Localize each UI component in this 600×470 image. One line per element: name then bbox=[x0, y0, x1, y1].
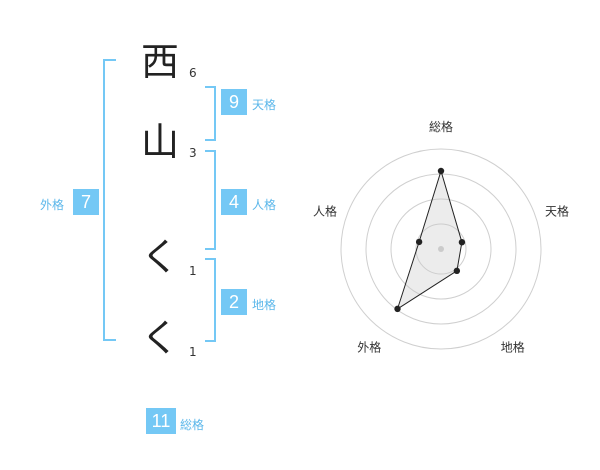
radar-series-polygon bbox=[396, 169, 463, 311]
radar-ring-2 bbox=[390, 198, 492, 300]
jinkaku-badge: 4 bbox=[221, 189, 247, 215]
name-char-3: く bbox=[141, 235, 180, 279]
name-char-4: く bbox=[141, 316, 180, 360]
stroke-count-1: 6 bbox=[189, 66, 197, 80]
stroke-count-4: 1 bbox=[189, 345, 197, 359]
radar-point-1 bbox=[458, 239, 466, 246]
soukaku-label: 総格 bbox=[180, 418, 205, 432]
stroke-count-3: 1 bbox=[189, 264, 197, 278]
chikaku-bracket bbox=[205, 258, 216, 342]
soukaku-badge: 11 bbox=[146, 408, 176, 434]
radar-ring-1 bbox=[415, 223, 467, 275]
radar-point-0 bbox=[437, 167, 445, 175]
name-char-1: 西 bbox=[141, 40, 180, 84]
jinkaku-bracket bbox=[205, 150, 216, 250]
name-char-2: 山 bbox=[141, 120, 180, 164]
radar-ring-4 bbox=[340, 148, 542, 350]
gaikaku-badge: 7 bbox=[73, 189, 99, 215]
gaikaku-bracket bbox=[103, 59, 116, 341]
radar-axis-label-3: 外格 bbox=[357, 340, 381, 355]
radar-point-3 bbox=[394, 305, 401, 313]
radar-point-4 bbox=[415, 238, 423, 246]
chikaku-badge: 2 bbox=[221, 289, 247, 315]
radar-point-2 bbox=[453, 267, 461, 275]
stroke-count-2: 3 bbox=[189, 146, 197, 160]
jinkaku-label: 人格 bbox=[252, 198, 277, 212]
radar-axis-label-4: 人格 bbox=[313, 203, 337, 218]
radar-center bbox=[438, 246, 444, 252]
tenkaku-label: 天格 bbox=[252, 98, 277, 112]
tenkaku-bracket bbox=[205, 86, 216, 141]
radar-axis-label-1: 天格 bbox=[545, 203, 569, 218]
tenkaku-badge: 9 bbox=[221, 89, 247, 115]
radar-axis-label-0: 総格 bbox=[429, 119, 453, 134]
gaikaku-label: 外格 bbox=[40, 198, 65, 212]
radar-axis-label-2: 地格 bbox=[501, 340, 525, 355]
chikaku-label: 地格 bbox=[252, 298, 277, 312]
